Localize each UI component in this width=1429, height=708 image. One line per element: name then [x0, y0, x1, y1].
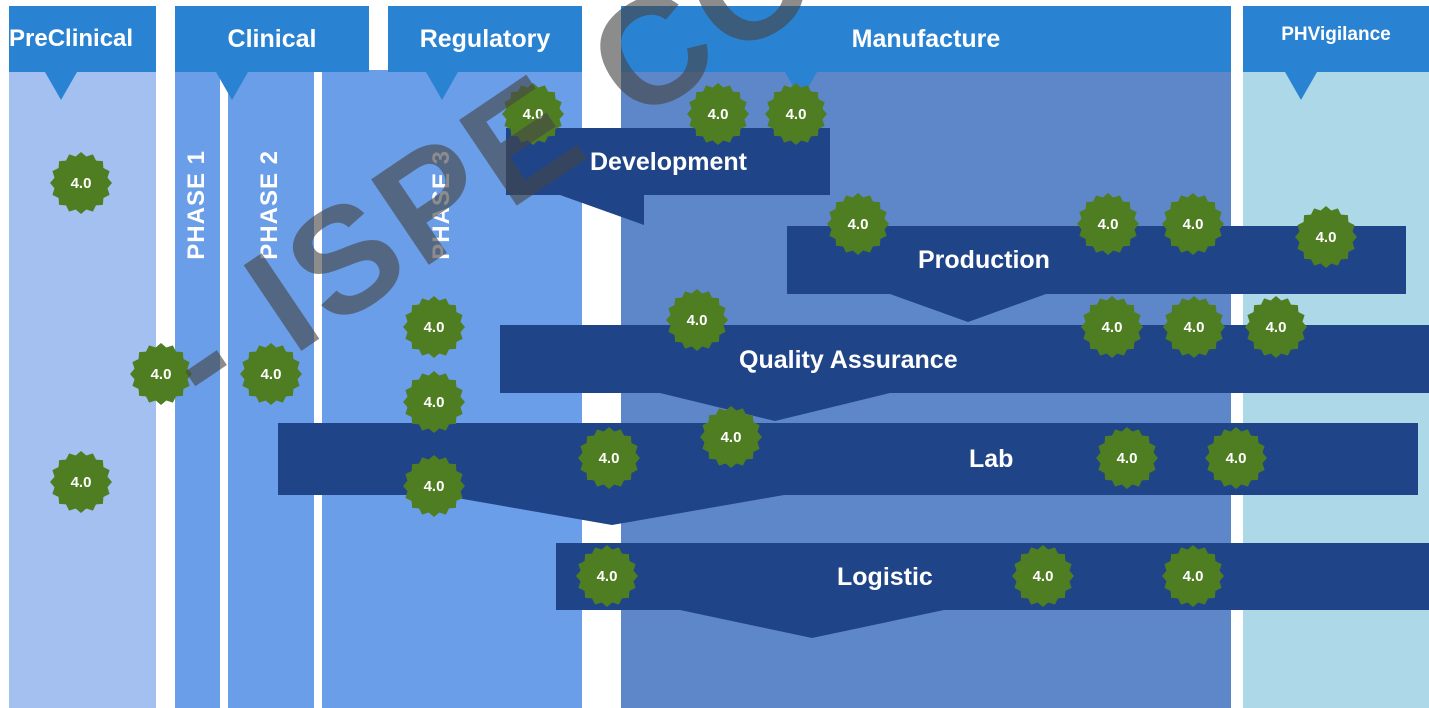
gear-seal-icon: 4.0: [1095, 426, 1159, 490]
phase1-label: PHASE 1: [183, 150, 210, 260]
gear-seal-icon: 4.0: [1076, 192, 1140, 256]
gear-seal-icon: 4.0: [402, 454, 466, 518]
badge-label: 4.0: [424, 478, 445, 495]
badge-label: 4.0: [523, 106, 544, 123]
gear-seal-icon: 4.0: [1162, 295, 1226, 359]
gear-seal-icon: 4.0: [402, 370, 466, 434]
gear-seal-icon: 4.0: [1011, 544, 1075, 608]
gear-seal-icon: 4.0: [1294, 205, 1358, 269]
phvigilance-header: PHVigilance: [1243, 6, 1429, 100]
development-label: Development: [590, 148, 747, 176]
lab-label: Lab: [969, 445, 1014, 473]
gear-seal-icon: 4.0: [239, 342, 303, 406]
gear-seal-icon: 4.0: [826, 192, 890, 256]
logistic-band: Logistic: [556, 543, 1429, 610]
preclinical-title: PreClinical: [9, 25, 134, 52]
preclinical-arrow: [45, 72, 77, 100]
badge-label: 4.0: [599, 450, 620, 467]
gear-seal-icon: 4.0: [49, 151, 113, 215]
gear-seal-icon: 4.0: [1161, 192, 1225, 256]
badge-label: 4.0: [708, 106, 729, 123]
manufacture-title: Manufacture: [851, 24, 1001, 53]
clinical-title: Clinical: [227, 24, 317, 53]
logistic-pointer: [680, 610, 944, 638]
production-label: Production: [918, 246, 1050, 274]
gear-seal-icon: 4.0: [699, 405, 763, 469]
gear-seal-icon: 4.0: [577, 426, 641, 490]
phase2-label: PHASE 2: [256, 150, 283, 260]
badge-label: 4.0: [1102, 319, 1123, 336]
development-pointer: [560, 195, 644, 225]
gear-seal-icon: 4.0: [501, 82, 565, 146]
badge-label: 4.0: [424, 319, 445, 336]
development-band: Development: [506, 128, 830, 195]
gear-seal-icon: 4.0: [49, 450, 113, 514]
quality-assurance-label: Quality Assurance: [739, 346, 958, 374]
badge-label: 4.0: [151, 366, 172, 383]
gear-seal-icon: 4.0: [129, 342, 193, 406]
quality-assurance-pointer: [660, 393, 890, 421]
clinical-arrow: [216, 72, 248, 100]
badge-label: 4.0: [786, 106, 807, 123]
logistic-label: Logistic: [837, 563, 933, 591]
badge-label: 4.0: [1117, 450, 1138, 467]
gear-seal-icon: 4.0: [1204, 426, 1268, 490]
gear-seal-icon: 4.0: [402, 295, 466, 359]
badge-label: 4.0: [71, 474, 92, 491]
preclinical-header: PreClinical: [9, 6, 156, 100]
gear-seal-icon: 4.0: [686, 82, 750, 146]
production-pointer: [890, 294, 1046, 322]
gear-seal-icon: 4.0: [1161, 544, 1225, 608]
badge-label: 4.0: [597, 568, 618, 585]
badge-label: 4.0: [1226, 450, 1247, 467]
badge-label: 4.0: [1033, 568, 1054, 585]
badge-label: 4.0: [687, 312, 708, 329]
gear-seal-icon: 4.0: [665, 288, 729, 352]
badge-label: 4.0: [1183, 216, 1204, 233]
lab-pointer: [440, 495, 784, 525]
badge-label: 4.0: [261, 366, 282, 383]
phvigilance-title: PHVigilance: [1281, 24, 1391, 45]
regulatory-arrow: [426, 72, 458, 100]
phase3-label: PHASE 3: [428, 150, 455, 260]
badge-label: 4.0: [424, 394, 445, 411]
regulatory-title: Regulatory: [419, 24, 551, 53]
badge-label: 4.0: [1098, 216, 1119, 233]
badge-label: 4.0: [71, 175, 92, 192]
badge-label: 4.0: [721, 429, 742, 446]
badge-label: 4.0: [848, 216, 869, 233]
manufacture-header: Manufacture: [621, 6, 1231, 100]
gear-seal-icon: 4.0: [1080, 295, 1144, 359]
gear-seal-icon: 4.0: [764, 82, 828, 146]
badge-label: 4.0: [1184, 319, 1205, 336]
regulatory-header: Regulatory: [388, 6, 582, 100]
gear-seal-icon: 4.0: [1244, 295, 1308, 359]
clinical-header: Clinical: [175, 6, 369, 100]
gear-seal-icon: 4.0: [575, 544, 639, 608]
badge-label: 4.0: [1266, 319, 1287, 336]
badge-label: 4.0: [1183, 568, 1204, 585]
badge-label: 4.0: [1316, 229, 1337, 246]
quality-assurance-band: Quality Assurance: [500, 325, 1429, 393]
phvigilance-arrow: [1285, 72, 1317, 100]
